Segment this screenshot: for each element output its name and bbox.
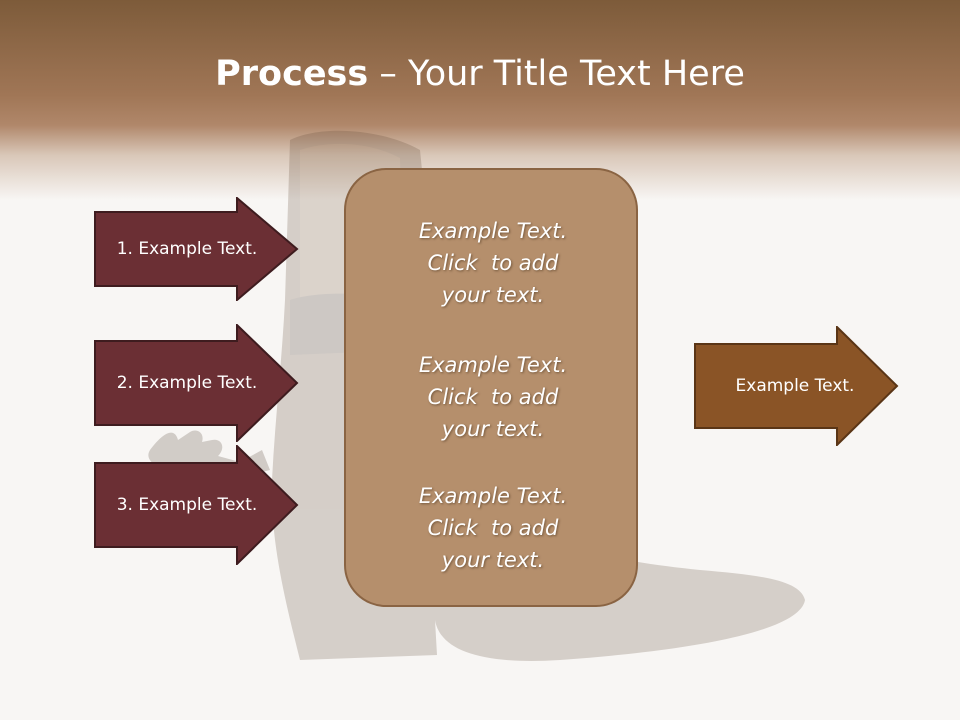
left-arrow-3[interactable] xyxy=(94,445,300,565)
left-arrow-2-label: 2. Example Text. xyxy=(116,373,258,393)
title-rest: – Your Title Text Here xyxy=(368,54,745,94)
center-text-block-3: Example Text. Click to add your text. xyxy=(346,480,640,576)
left-arrow-1[interactable] xyxy=(94,197,300,301)
block-2-line-3: your text. xyxy=(441,417,545,441)
block-3-line-3: your text. xyxy=(441,548,545,572)
block-2-line-2: Click to add xyxy=(427,385,559,409)
center-text-block-1: Example Text. Click to add your text. xyxy=(346,215,640,311)
right-arrow[interactable] xyxy=(694,326,900,446)
center-text-box[interactable]: Example Text. Click to add your text. Ex… xyxy=(344,168,638,607)
left-arrow-1-label: 1. Example Text. xyxy=(116,239,258,259)
right-arrow-label: Example Text. xyxy=(735,376,855,396)
slide-title: Process – Your Title Text Here xyxy=(0,52,960,96)
header-band xyxy=(0,0,960,200)
block-2-line-1: Example Text. xyxy=(418,353,568,377)
center-text-block-2: Example Text. Click to add your text. xyxy=(346,349,640,445)
left-arrow-2[interactable] xyxy=(94,324,300,442)
block-1-line-3: your text. xyxy=(441,283,545,307)
block-3-line-1: Example Text. xyxy=(418,484,568,508)
left-arrow-3-label: 3. Example Text. xyxy=(116,495,258,515)
block-1-line-1: Example Text. xyxy=(418,219,568,243)
block-3-line-2: Click to add xyxy=(427,516,559,540)
title-bold: Process xyxy=(215,54,369,94)
block-1-line-2: Click to add xyxy=(427,251,559,275)
